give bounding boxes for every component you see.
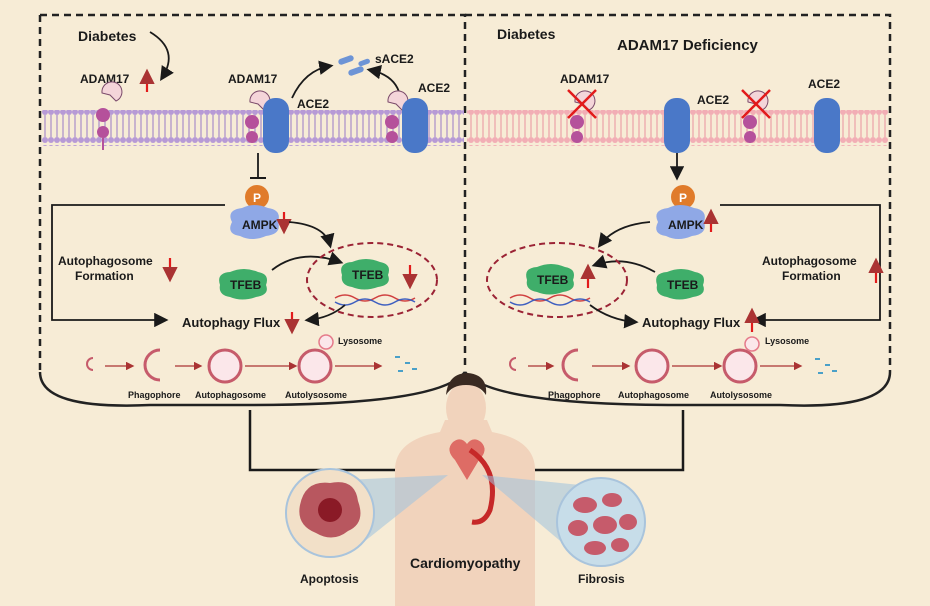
right-ace2-icon-b xyxy=(814,98,840,153)
left-tfeb-cytoplasm-icon xyxy=(219,269,267,300)
right-panel-title: ADAM17 Deficiency xyxy=(617,37,759,54)
right-ampk-icon xyxy=(656,205,705,239)
right-autophagy-flux-label: Autophagy Flux xyxy=(642,315,741,330)
left-diabetes-label: Diabetes xyxy=(78,28,137,44)
cardiomyopathy-label: Cardiomyopathy xyxy=(410,555,521,571)
left-ace2-label-b: ACE2 xyxy=(418,81,450,95)
left-autophagy-stages xyxy=(86,334,417,384)
fibrosis-label: Fibrosis xyxy=(578,572,625,586)
left-tfeb-nucleus-icon xyxy=(341,259,389,290)
left-outcome-arrow xyxy=(248,410,417,480)
right-autophagosome-label: Autophagosome xyxy=(618,390,689,400)
left-autophagy-flux-label: Autophagy Flux xyxy=(182,315,281,330)
right-lysosome-label: Lysosome xyxy=(765,336,809,346)
right-nucleus xyxy=(486,242,628,318)
adam17-deleted-icon xyxy=(567,89,597,143)
left-adam17-label: ADAM17 xyxy=(228,72,278,86)
right-brace xyxy=(464,371,892,407)
fibrosis-tissue-icon xyxy=(556,477,646,567)
adam17-protein-icon xyxy=(96,81,123,150)
right-panel-frame xyxy=(465,13,892,372)
adam17-deleted-icon-2 xyxy=(741,89,771,143)
right-phagophore-label: Phagophore xyxy=(548,390,601,400)
left-autophagosome-formation-label-2: Formation xyxy=(75,269,134,283)
right-dna-icon xyxy=(509,294,591,306)
left-ampk-label: AMPK xyxy=(242,218,278,232)
heart-icon xyxy=(449,439,495,525)
human-torso-icon xyxy=(395,373,535,606)
apoptosis-label: Apoptosis xyxy=(300,572,359,586)
right-tfeb-nucleus-icon xyxy=(526,264,574,295)
left-autolysosome-label: Autolysosome xyxy=(285,390,347,400)
right-ace2-label-b: ACE2 xyxy=(808,77,840,91)
right-ampk-label: AMPK xyxy=(668,218,704,232)
sace2-label: sACE2 xyxy=(375,52,414,66)
right-autolysosome-label: Autolysosome xyxy=(710,390,772,400)
apoptosis-cell-icon xyxy=(285,468,375,558)
left-tfeb-label-a: TFEB xyxy=(230,278,262,292)
left-phagophore-label: Phagophore xyxy=(128,390,181,400)
left-ampk-icon xyxy=(230,205,279,239)
left-nucleus xyxy=(306,242,438,318)
fibrosis-beam xyxy=(482,475,580,545)
right-phospho-label: P xyxy=(679,191,687,205)
right-autophagosome-formation-label-2: Formation xyxy=(782,269,841,283)
right-phospho-icon xyxy=(671,185,695,209)
left-brace xyxy=(38,371,466,407)
left-tfeb-label-b: TFEB xyxy=(352,268,384,282)
right-adam17-label: ADAM17 xyxy=(560,72,610,86)
left-adam17-upregulated-label: ADAM17 xyxy=(80,72,130,86)
left-autophagosome-label: Autophagosome xyxy=(195,390,266,400)
left-autophagosome-formation-label-1: Autophagosome xyxy=(58,254,153,268)
left-phospho-icon xyxy=(245,185,269,209)
right-diabetes-label: Diabetes xyxy=(497,26,556,42)
left-phospho-label: P xyxy=(253,191,261,205)
right-tfeb-label-b: TFEB xyxy=(667,278,699,292)
right-ace2-icon-a xyxy=(664,98,690,153)
left-dna-icon xyxy=(334,294,416,306)
right-tfeb-cytoplasm-icon xyxy=(656,269,704,300)
left-ace2-label-a: ACE2 xyxy=(297,97,329,111)
sace2-fragments-icon xyxy=(338,55,370,76)
right-autophagy-stages xyxy=(509,336,837,384)
left-lysosome-label: Lysosome xyxy=(338,336,382,346)
right-ace2-label-a: ACE2 xyxy=(697,93,729,107)
right-autophagosome-formation-label-1: Autophagosome xyxy=(762,254,857,268)
adam17-ace2-complex-icon-2 xyxy=(385,90,428,153)
adam17-ace2-complex-icon xyxy=(245,90,289,153)
right-tfeb-label-a: TFEB xyxy=(537,273,569,287)
right-outcome-inhibition xyxy=(530,410,685,472)
